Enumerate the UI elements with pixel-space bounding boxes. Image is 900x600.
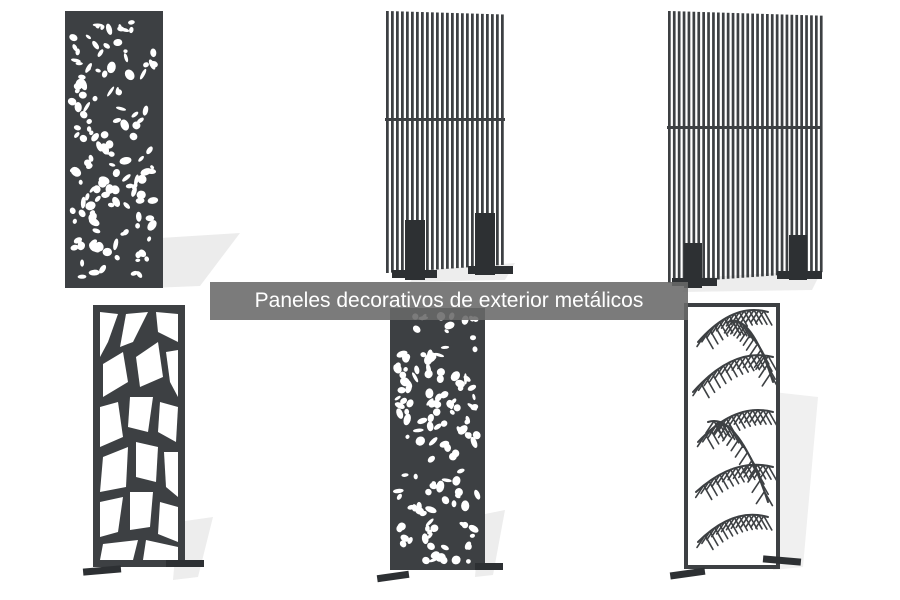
product-slat-panel-large[interactable] [662, 8, 827, 293]
leaf-pattern-panel-icon [376, 308, 505, 583]
vertical-slat-panel-icon [667, 11, 823, 292]
vertical-slat-panel-icon [385, 11, 515, 282]
product-leaf-panel-angled[interactable] [60, 8, 250, 293]
branch-pattern-panel-icon [82, 305, 213, 580]
product-branch-panel[interactable] [78, 302, 218, 592]
product-slat-panel-small[interactable] [380, 8, 520, 283]
palm-leaf-pattern-panel-icon [669, 303, 818, 580]
product-leaf-panel-front[interactable] [375, 305, 515, 590]
product-palm-panel[interactable] [668, 302, 828, 592]
leaf-pattern-panel-icon [65, 11, 240, 288]
page-caption: Paneles decorativos de exterior metálico… [210, 282, 688, 320]
